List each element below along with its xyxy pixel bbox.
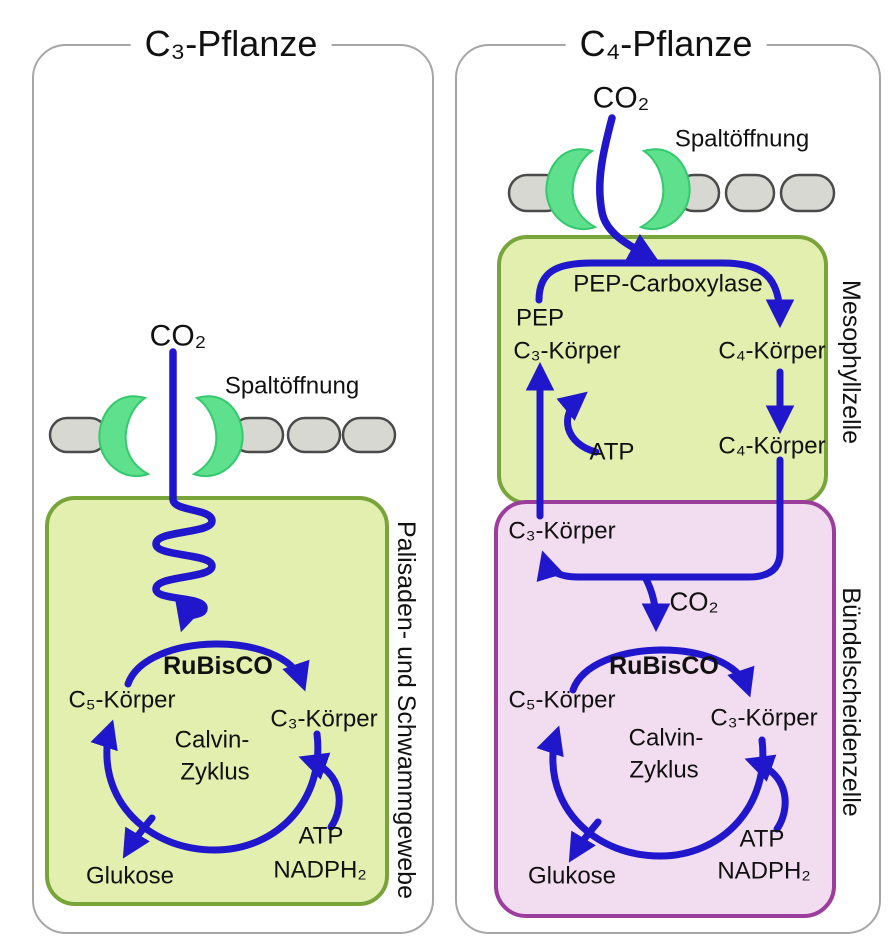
c3-c3-koerper-label: C₃-Körper xyxy=(270,705,378,733)
c4-c5-koerper-label: C₅-Körper xyxy=(508,686,616,714)
c4-co2-label: CO₂ xyxy=(592,81,650,115)
c4-c4-koerper-lower-label: C₄-Körper xyxy=(718,432,826,460)
c4-mesophyll-c3-koerper-label: C₃-Körper xyxy=(513,337,621,365)
c4-calvin-cycle-label-line2: Zyklus xyxy=(629,756,699,784)
c4-c4-koerper-upper-label: C₄-Körper xyxy=(718,337,826,365)
c3-atp-label: ATP xyxy=(298,822,344,850)
c3-calvin-cycle-label-line1: Calvin- xyxy=(174,726,250,754)
c4-bundle-c3-import-label: C₃-Körper xyxy=(508,517,616,545)
c4-nadph-label: NADPH₂ xyxy=(717,857,811,885)
c3-c5-koerper-label: C₅-Körper xyxy=(68,686,176,714)
c3-calvin-cycle-arrows xyxy=(90,640,343,859)
c3-co2-diffusion-arrow xyxy=(152,348,216,633)
c3-rubisco-label: RuBisCO xyxy=(163,651,273,680)
c4-calvin-cycle-label-line1: Calvin- xyxy=(628,724,704,752)
c4-bundle-sheath-cell-label: Bündelscheidenzelle xyxy=(837,587,866,817)
c4-pep-label: PEP xyxy=(515,304,565,332)
c4-stoma-label: Spaltöffnung xyxy=(674,125,810,153)
c3-stoma-guard-cells-icon xyxy=(98,395,244,477)
c4-c3-koerper-label: C₃-Körper xyxy=(710,704,818,732)
c4-stoma-guard-cells-icon xyxy=(545,148,691,230)
c4-bundle-sheath-arrows xyxy=(536,456,789,863)
c3-glukose-label: Glukose xyxy=(85,862,175,890)
c3-stoma-label: Spaltöffnung xyxy=(224,372,360,400)
c4-atp-label: ATP xyxy=(739,825,785,853)
c3-co2-label: CO₂ xyxy=(149,319,207,353)
c4-rubisco-label: RuBisCO xyxy=(609,651,719,680)
c4-bundle-co2-label: CO₂ xyxy=(669,586,719,617)
c4-co2-entry-arrow xyxy=(596,114,660,263)
c4-mesophyll-cell-label: Mesophyllzelle xyxy=(837,280,866,444)
c3-panel-title: C₃-Pflanze xyxy=(130,23,332,65)
c3-calvin-cycle-label-line2: Zyklus xyxy=(180,758,250,786)
c3-leaf-cell-box xyxy=(45,496,389,906)
c4-mesophyll-arrows xyxy=(525,259,795,520)
c3-tissue-label: Palisaden- und Schwammgewebe xyxy=(392,521,421,899)
c4-panel-title: C₄-Pflanze xyxy=(565,23,767,65)
c4-pep-carboxylase-label: PEP-Carboxylase xyxy=(573,270,763,298)
c4-glukose-label: Glukose xyxy=(527,862,617,890)
c4-mesophyll-atp-label: ATP xyxy=(589,438,635,466)
c3-epidermis-cells xyxy=(48,416,397,454)
c3-nadph-label: NADPH₂ xyxy=(273,856,367,884)
